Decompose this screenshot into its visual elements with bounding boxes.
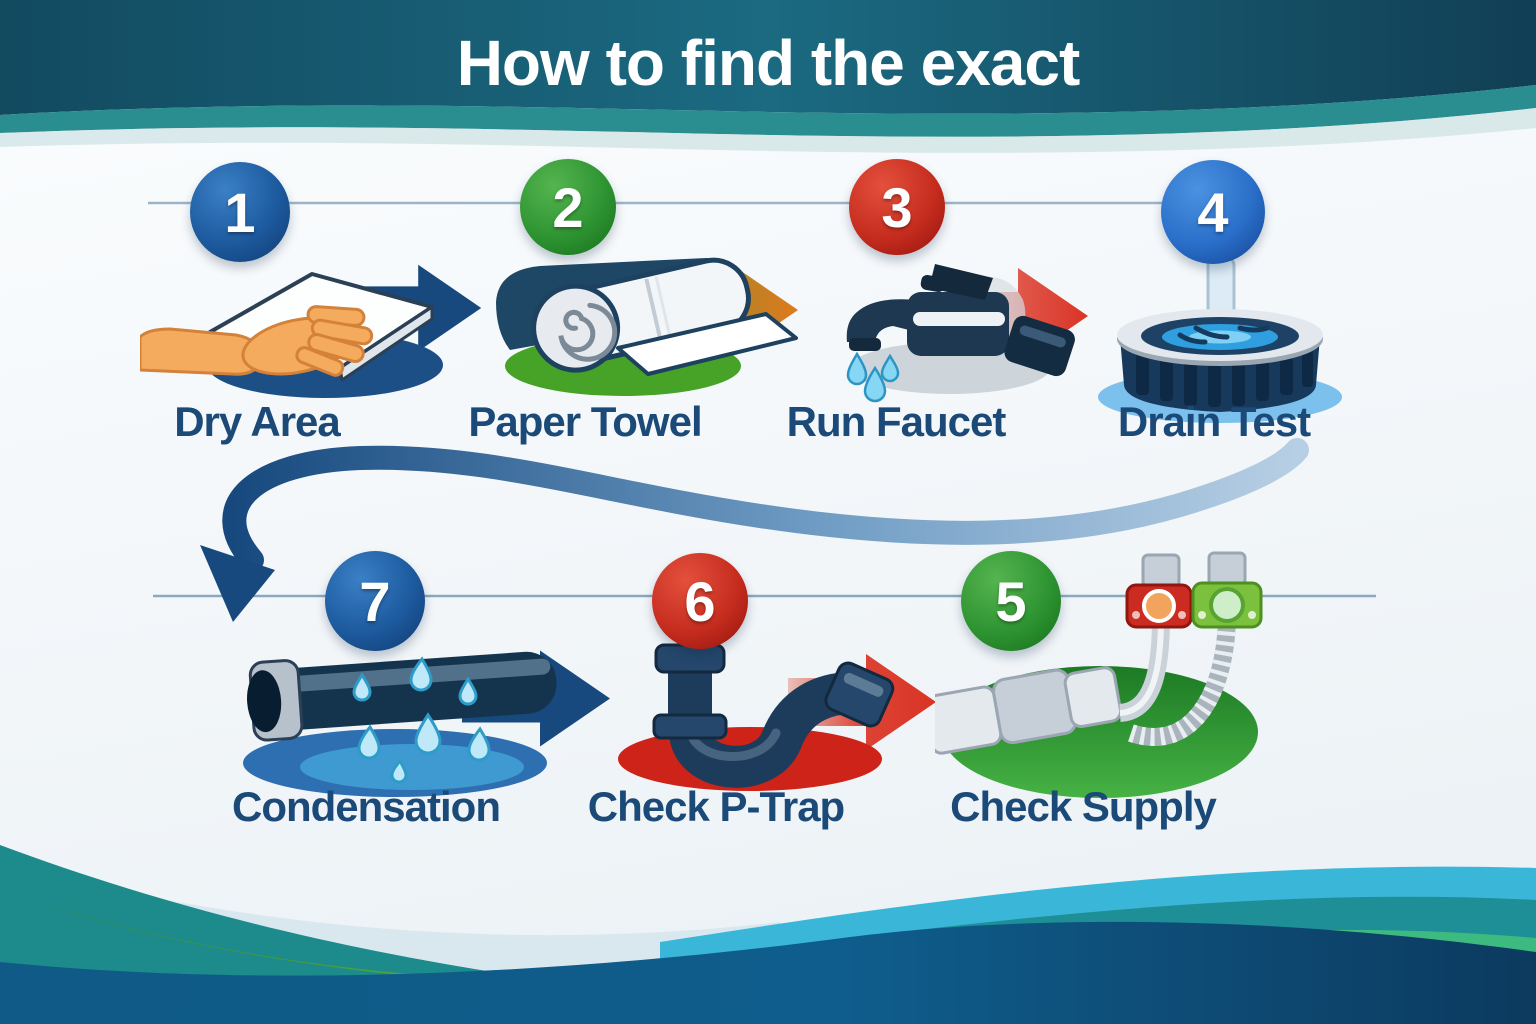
top-banner-teal-wave — [0, 85, 1536, 137]
step-badge: 3 — [849, 159, 945, 255]
step-label: Check P-Trap — [587, 783, 845, 830]
hand-wipe-icon — [140, 272, 443, 398]
step-label: Paper Towel — [468, 398, 702, 445]
step-number: 1 — [224, 180, 256, 244]
paper-towel-roll-icon — [496, 257, 798, 396]
step-number: 6 — [684, 569, 716, 633]
floor-drain-icon — [1098, 255, 1342, 423]
curved-down-arrow — [200, 438, 1309, 622]
green-valve-icon — [1191, 581, 1263, 629]
step-badge: 1 — [190, 162, 290, 262]
top-banner-dark-wave — [0, 0, 1536, 115]
step-number: 4 — [1197, 180, 1229, 244]
step-number: 2 — [552, 175, 584, 239]
step-label: Run Faucet — [786, 398, 1007, 445]
dripping-pipe-icon — [243, 651, 557, 797]
step-number: 5 — [995, 569, 1027, 633]
step-number: 3 — [881, 175, 913, 239]
step-label: Dry Area — [174, 398, 341, 445]
red-valve-icon — [1125, 583, 1193, 629]
step-badge: 7 — [325, 551, 425, 651]
top-banner-light-wave — [0, 108, 1536, 153]
page-title: How to find the exact — [456, 27, 1081, 99]
step-badge: 5 — [961, 551, 1061, 651]
step-number: 7 — [359, 569, 391, 633]
step-label: Check Supply — [950, 783, 1217, 830]
step-label: Condensation — [232, 783, 501, 830]
bottom-navy-wave — [0, 921, 1536, 1024]
step-badge: 6 — [652, 553, 748, 649]
step-badge: 2 — [520, 159, 616, 255]
supply-hoses-valves-icon — [935, 551, 1263, 798]
step-badge: 4 — [1161, 160, 1265, 264]
step-label: Drain Test — [1117, 398, 1311, 445]
faucet-drip-icon — [846, 264, 1075, 403]
p-trap-pipe-icon — [618, 643, 895, 791]
